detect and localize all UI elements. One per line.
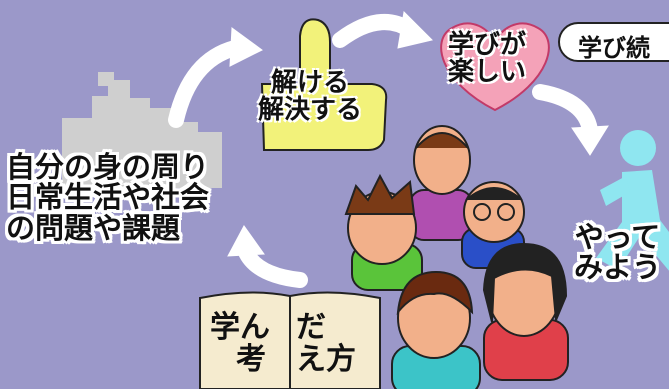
continue-learning-badge: 学び続	[558, 22, 669, 62]
book-right-line-2: え方	[296, 341, 356, 377]
continue-learning-label: 学び続	[578, 34, 650, 62]
problems-label: 自分の身の周り 日常生活や社会 の問題や課題	[6, 150, 210, 245]
heart-icon	[440, 22, 550, 112]
thumbs-up-icon	[260, 18, 388, 151]
fun-line-1: 学びが	[448, 30, 527, 60]
problems-line-3: の問題や課題	[6, 210, 181, 245]
try-line-2: みよう	[574, 250, 662, 285]
running-person-icon	[596, 130, 669, 271]
children-group-illustration	[344, 125, 569, 389]
try-it-label: やって みよう	[574, 222, 661, 283]
solve-label: 解ける 解決する	[258, 68, 363, 126]
fun-label: 学びが 楽しい	[448, 30, 527, 88]
book-left-line-1: 学ん	[210, 310, 270, 345]
fun-line-2: 楽しい	[448, 57, 527, 88]
solve-line-1: 解ける	[271, 68, 350, 98]
cycle-arrows	[168, 10, 609, 288]
book-right-page-text: だ え方	[296, 312, 356, 375]
try-line-1: やって	[574, 220, 661, 254]
problems-line-2: 日常生活や社会	[6, 180, 210, 215]
solve-line-2: 解決する	[258, 95, 363, 126]
problems-line-1: 自分の身の周り	[6, 150, 210, 184]
open-book-icon	[199, 291, 381, 389]
book-left-line-2: 考	[236, 341, 266, 377]
book-right-line-1: だ	[296, 310, 326, 345]
book-left-page-text: 学ん 考	[210, 312, 270, 375]
